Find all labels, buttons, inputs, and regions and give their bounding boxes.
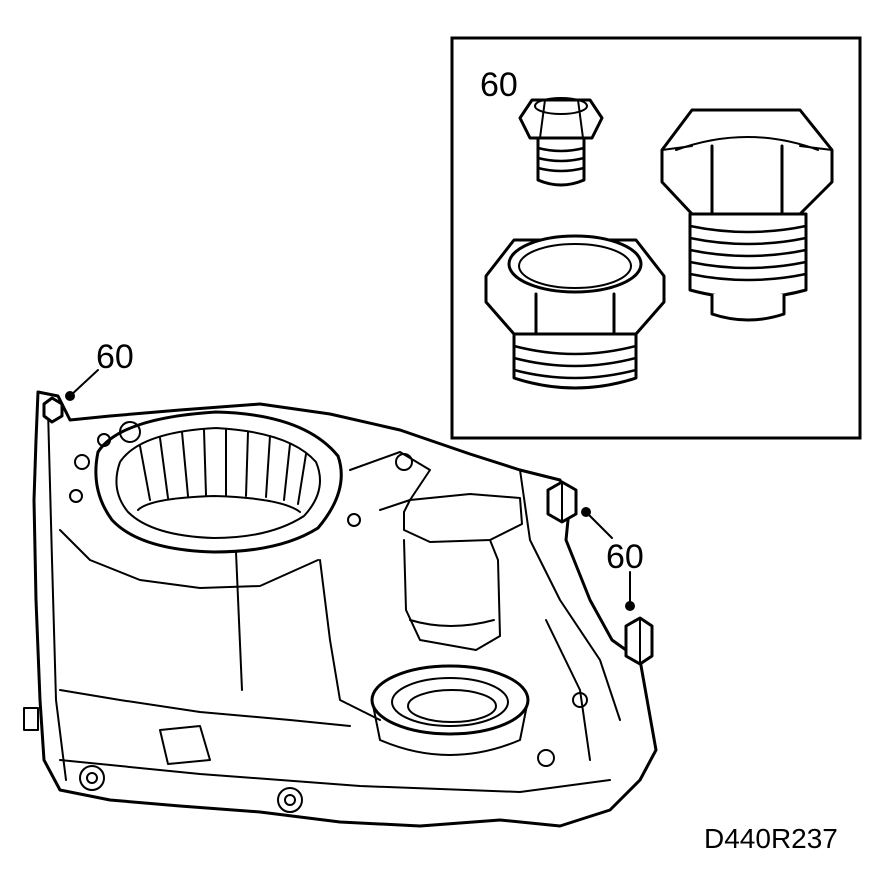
side-plug-lower-icon <box>624 616 654 666</box>
leader-right-upper <box>585 511 613 539</box>
callouts: 60 60 <box>65 338 644 611</box>
plug-inset: 60 <box>450 36 862 440</box>
large-drain-plug-icon <box>660 108 834 322</box>
leader-dot-right-lower <box>625 601 635 611</box>
output-shaft-housing <box>370 493 530 756</box>
top-left-plug-icon <box>42 396 64 424</box>
leader-dot-right-upper <box>581 507 591 517</box>
leader-dot-top-left <box>65 391 75 401</box>
small-drain-plug-icon <box>518 97 604 187</box>
inset-plug-label: 60 <box>480 66 518 104</box>
transmission-housing <box>23 390 658 828</box>
gear-bore <box>69 410 361 554</box>
side-plug-upper-icon <box>546 480 578 524</box>
housing-label-right: 60 <box>606 538 644 576</box>
housing-label-top-left: 60 <box>96 338 134 376</box>
hollow-plug-icon <box>484 234 666 390</box>
leader-top-left <box>69 369 99 397</box>
figure-code: D440R237 <box>704 823 838 854</box>
